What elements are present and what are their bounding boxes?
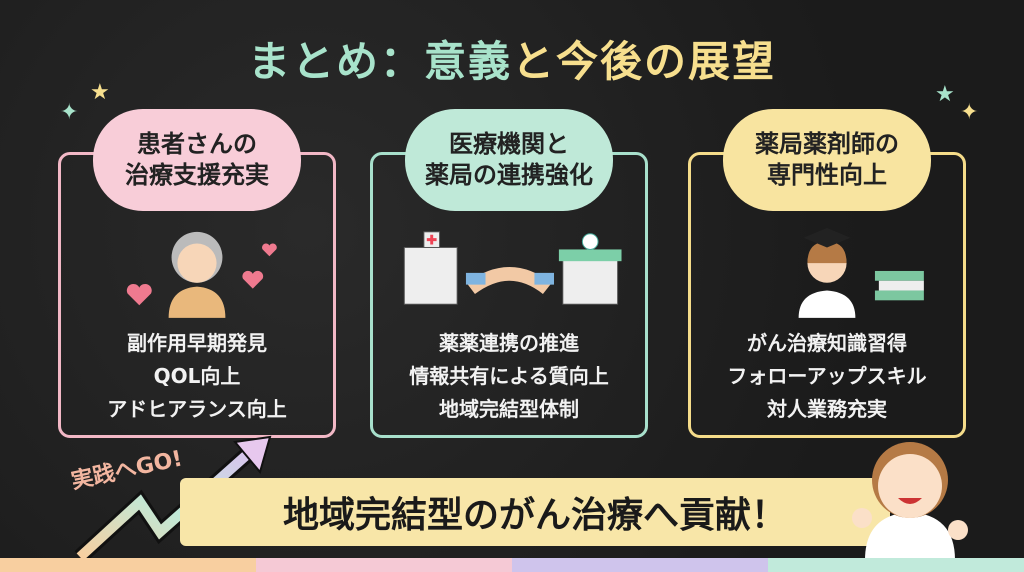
star-icon: ★ [90, 80, 110, 105]
panel-bullets: 薬薬連携の推進情報共有による質向上地域完結型体制 [409, 331, 609, 421]
panel-heading: 患者さんの治療支援充実 [93, 109, 301, 211]
panel-heading: 医療機関と薬局の連携強化 [405, 109, 613, 211]
page-title: まとめ：意義と今後の展望 [247, 37, 777, 86]
star-icon: ★ [935, 82, 955, 107]
elderly-patient-hearts-icon [126, 231, 277, 318]
color-bar-pink [256, 558, 512, 572]
color-bar-lavender [512, 558, 768, 572]
panel-expertise: 薬局薬剤師の専門性向上 がん治療知識習得フォローアップスキル対人業務充実 [688, 109, 966, 438]
panel-collaboration: 医療機関と薬局の連携強化 薬薬連携の推進情報共有による質向上地域完結型体制 [370, 109, 648, 438]
panel-heading: 薬局薬剤師の専門性向上 [723, 109, 931, 211]
sparkle-icon: ✦ [960, 100, 979, 125]
color-bar-mint [768, 558, 1024, 572]
sparkle-icon: ✦ [60, 100, 79, 125]
color-bar-peach [0, 558, 256, 572]
hospital-handshake-pharmacy-icon [403, 231, 622, 305]
cheering-pharmacist-icon [852, 442, 968, 560]
pharmacist-graduate-books-icon [798, 227, 924, 318]
panel-bullets: がん治療知識習得フォローアップスキル対人業務充実 [727, 331, 927, 421]
conclusion-banner: 地域完結型のがん治療へ貢献！ [180, 478, 890, 546]
